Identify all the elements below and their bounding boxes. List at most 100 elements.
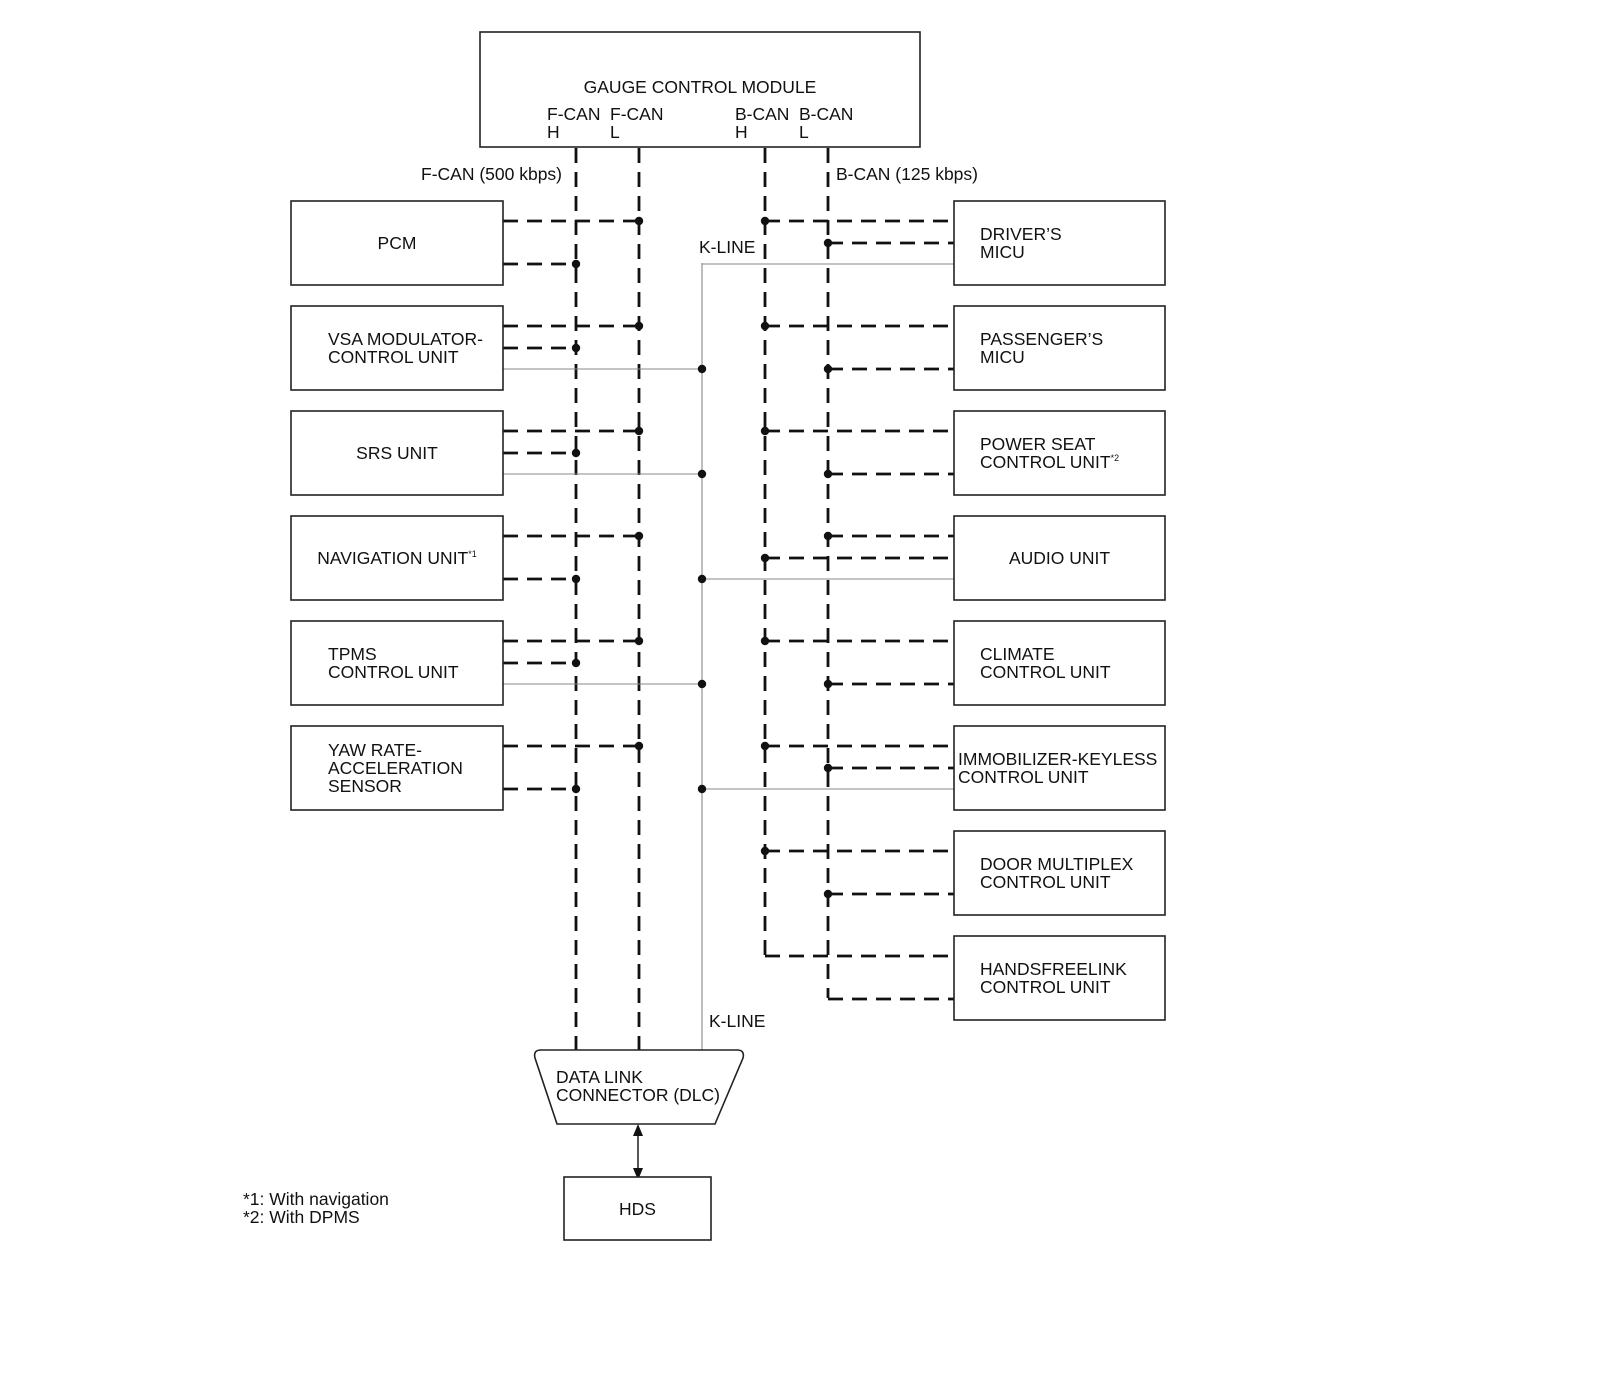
fcan-h-junction — [571, 343, 581, 353]
pin-bcan-h-sub: H — [735, 122, 748, 142]
fcan-h-junction — [571, 259, 581, 269]
bcan-bus-label: B-CAN (125 kbps) — [836, 164, 978, 184]
unit-label-line: CONTROL UNIT*2 — [980, 452, 1119, 472]
unit-outline — [290, 515, 504, 601]
unit-label-line: MICU — [980, 347, 1025, 367]
dlc-outline — [533, 1049, 745, 1125]
pin-fcan-h-sub: H — [547, 122, 560, 142]
left-unit-box[interactable]: SRS UNIT — [290, 410, 504, 496]
unit-outline — [953, 935, 1166, 1021]
bcan-l-junction — [823, 238, 833, 248]
footnote-marker: *2 — [1111, 453, 1120, 463]
footnotes: *1: With navigation *2: With DPMS — [243, 1189, 389, 1227]
unit-outline — [953, 200, 1166, 286]
fcan-l-junction — [634, 531, 644, 541]
bcan-h-junction — [760, 846, 770, 856]
unit-label-line: CONTROL UNIT — [958, 767, 1089, 787]
unit-outline — [953, 515, 1166, 601]
unit-label-line: SRS UNIT — [356, 443, 438, 463]
unit-outline — [953, 830, 1166, 916]
unit-label-line: CONTROL UNIT — [328, 662, 459, 682]
unit-label-line: DOOR MULTIPLEX — [980, 854, 1134, 874]
fcan-h-junction — [571, 658, 581, 668]
left-unit-box[interactable]: NAVIGATION UNIT*1 — [290, 515, 504, 601]
fcan-l-junction — [634, 321, 644, 331]
unit-label-line: POWER SEAT — [980, 434, 1096, 454]
unit-label-line: IMMOBILIZER-KEYLESS — [958, 749, 1157, 769]
unit-label-line: YAW RATE- — [328, 740, 422, 760]
unit-label-line: AUDIO UNIT — [1009, 548, 1110, 568]
bcan-h-junction — [760, 553, 770, 563]
unit-label-line: CONTROL UNIT — [980, 662, 1111, 682]
unit-outline — [290, 725, 504, 811]
hds-label: HDS — [619, 1199, 656, 1219]
unit-outline — [290, 410, 504, 496]
bcan-l-junction — [823, 469, 833, 479]
fcan-l-junction — [634, 741, 644, 751]
fcan-h-junction — [571, 784, 581, 794]
unit-outline — [953, 725, 1166, 811]
unit-label-line: TPMS — [328, 644, 377, 664]
unit-label-line: CONTROL UNIT — [980, 872, 1111, 892]
fcan-l-junction — [634, 426, 644, 436]
bcan-h-junction — [760, 636, 770, 646]
unit-label-line: PCM — [378, 233, 417, 253]
bcan-h-junction — [760, 321, 770, 331]
kline-junction — [697, 364, 707, 374]
pin-fcan-h-label: F-CAN — [547, 104, 600, 124]
kline-junction — [697, 469, 707, 479]
footnote-1: *1: With navigation — [243, 1189, 389, 1209]
fcan-l-junction — [634, 636, 644, 646]
unit-label-line: PASSENGER’S — [980, 329, 1103, 349]
unit-outline — [953, 620, 1166, 706]
left-unit-box[interactable]: PCM — [290, 200, 504, 286]
pin-bcan-h-label: B-CAN — [735, 104, 789, 124]
unit-label-line: ACCELERATION — [328, 758, 463, 778]
unit-label-line: HANDSFREELINK — [980, 959, 1127, 979]
footnote-2: *2: With DPMS — [243, 1207, 360, 1227]
unit-label-line: DRIVER’S — [980, 224, 1062, 244]
fcan-h-junction — [571, 574, 581, 584]
fcan-l-junction — [634, 216, 644, 226]
left-unit-column: PCM VSA MODULATOR-CONTROL UNIT SRS UNIT NAV… — [290, 200, 504, 811]
left-unit-box[interactable]: VSA MODULATOR-CONTROL UNIT — [290, 305, 504, 391]
kline-junction — [697, 574, 707, 584]
data-link-connector[interactable]: DATA LINK CONNECTOR (DLC) — [533, 1049, 745, 1125]
unit-label-line: NAVIGATION UNIT*1 — [317, 548, 477, 568]
unit-outline — [953, 410, 1166, 496]
footnote-marker: *1 — [468, 549, 477, 559]
kline-junction — [697, 679, 707, 689]
unit-outline — [290, 305, 504, 391]
bcan-l-junction — [823, 763, 833, 773]
unit-outline — [290, 620, 504, 706]
unit-outline — [290, 200, 504, 286]
right-unit-box[interactable]: AUDIO UNIT — [953, 515, 1166, 601]
dlc-label-line-1: DATA LINK — [556, 1067, 643, 1087]
bcan-l-junction — [823, 679, 833, 689]
dlc-hds-link-arrow — [633, 1124, 643, 1180]
bcan-h-junction — [760, 741, 770, 751]
pin-fcan-l-label: F-CAN — [610, 104, 663, 124]
bcan-h-junction — [760, 426, 770, 436]
unit-label-line: CONTROL UNIT — [328, 347, 459, 367]
pin-bcan-l-sub: L — [799, 122, 809, 142]
pin-bcan-l-label: B-CAN — [799, 104, 853, 124]
bcan-l-junction — [823, 364, 833, 374]
fcan-bus-label: F-CAN (500 kbps) — [421, 164, 562, 184]
bcan-l-junction — [823, 531, 833, 541]
unit-outline — [953, 305, 1166, 391]
wiring — [503, 148, 954, 1050]
gauge-control-module: GAUGE CONTROL MODULE F-CAN H F-CAN L B-C… — [479, 31, 921, 148]
hds-box[interactable]: HDS — [563, 1176, 712, 1241]
